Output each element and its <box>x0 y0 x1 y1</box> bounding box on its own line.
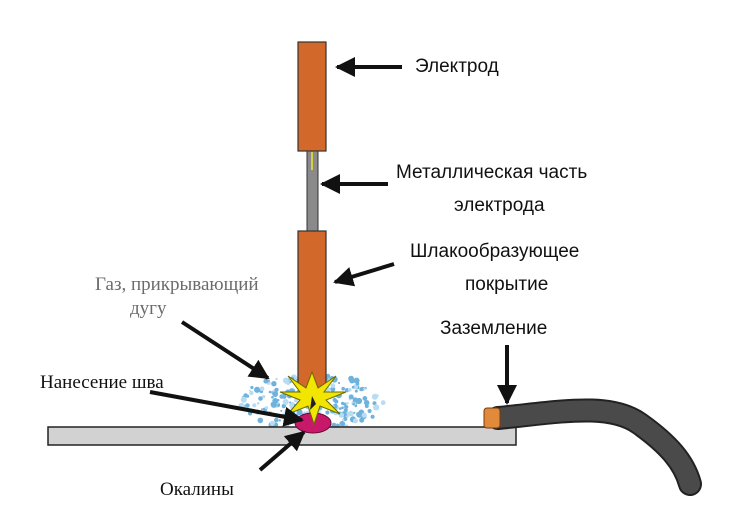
gas-particle <box>278 419 281 422</box>
gas-particle <box>380 400 386 406</box>
gas-particle <box>354 389 358 393</box>
electrode-coating-upper <box>297 41 327 152</box>
gas-particle <box>269 420 275 426</box>
gas-particle <box>280 409 283 412</box>
gas-particle <box>275 377 278 381</box>
arrow-weld <box>149 390 304 427</box>
gas-particle <box>262 395 266 399</box>
gas-particle <box>351 385 355 389</box>
gas-particle <box>342 418 345 422</box>
gas-particle <box>258 396 263 401</box>
gas-particle <box>373 404 380 411</box>
gas-particle <box>370 414 375 419</box>
label-grounding: Заземление <box>440 318 547 339</box>
label-metal-part-line1: Металлическая часть <box>396 162 587 183</box>
gas-particle <box>344 404 349 410</box>
gas-particle <box>246 394 250 398</box>
gas-particle <box>245 403 250 408</box>
gas-particle <box>294 398 298 403</box>
gas-particle <box>341 386 346 391</box>
gas-particle <box>289 381 292 384</box>
gas-particle <box>372 401 377 406</box>
gas-particle <box>271 381 277 387</box>
label-gas-line2: дугу <box>130 298 167 319</box>
label-electrode: Электрод <box>415 56 499 77</box>
gas-particle <box>371 393 378 400</box>
gas-particle <box>339 420 345 427</box>
gas-particle <box>257 417 264 424</box>
gas-particle <box>353 418 358 424</box>
gas-particle <box>256 402 260 405</box>
gas-particle <box>352 402 356 406</box>
gas-particle <box>353 384 359 390</box>
electrode-coating-lower <box>297 230 327 389</box>
gas-particle <box>341 406 344 410</box>
gas-particle <box>332 397 337 402</box>
gas-particle <box>272 398 279 404</box>
gas-particle <box>259 386 265 392</box>
cable-tip <box>483 407 501 429</box>
gas-particle <box>274 387 279 392</box>
gas-particle <box>261 408 263 411</box>
gas-particle <box>348 394 354 400</box>
label-coating-line2: покрытие <box>465 274 548 295</box>
gas-particle <box>274 417 279 423</box>
gas-particle <box>282 399 289 405</box>
label-coating-line1: Шлакообразующее <box>410 241 579 262</box>
label-gas-line1: Газ, прикрывающий <box>95 274 259 295</box>
gas-particle <box>355 397 363 405</box>
gas-particle <box>344 388 350 393</box>
gas-particle <box>254 386 261 393</box>
gas-particle <box>362 396 368 401</box>
gas-particle <box>281 393 287 399</box>
gas-particle <box>359 398 362 401</box>
gas-particle <box>330 383 336 389</box>
gas-particle <box>353 411 356 414</box>
gas-particle <box>272 391 279 397</box>
arrow-coating <box>333 262 395 287</box>
gas-particle <box>363 387 366 391</box>
gas-particle <box>250 385 254 390</box>
base-plate <box>47 426 517 446</box>
gas-particle <box>252 403 257 408</box>
gas-particle <box>277 403 281 407</box>
gas-particle <box>263 378 269 384</box>
gas-particle <box>264 406 269 410</box>
gas-particle <box>267 379 270 382</box>
arrow-scale <box>258 430 306 472</box>
gas-particle <box>289 401 292 404</box>
gas-particle <box>355 381 360 386</box>
arrow-gas <box>180 320 270 380</box>
gas-particle <box>271 396 274 399</box>
gas-particle <box>240 396 247 403</box>
gas-particle <box>348 388 352 392</box>
gas-particle <box>282 377 289 384</box>
label-metal-part-line2: электрода <box>454 195 545 216</box>
gas-particle <box>346 401 349 405</box>
gas-particle <box>364 400 370 406</box>
gas-particle <box>339 407 342 410</box>
gas-particle <box>361 412 367 418</box>
gas-particle <box>325 410 330 415</box>
gas-particle <box>343 402 347 406</box>
gas-particle <box>367 409 372 413</box>
gas-particle <box>268 390 272 394</box>
gas-particle <box>343 409 348 413</box>
label-scale: Окалины <box>160 479 234 500</box>
gas-particle <box>347 410 354 417</box>
label-weld: Нанесение шва <box>40 372 164 393</box>
gas-particle <box>249 390 254 396</box>
gas-particle <box>330 386 336 392</box>
gas-particle <box>325 373 331 379</box>
gas-particle <box>338 381 341 385</box>
gas-particle <box>349 377 355 384</box>
